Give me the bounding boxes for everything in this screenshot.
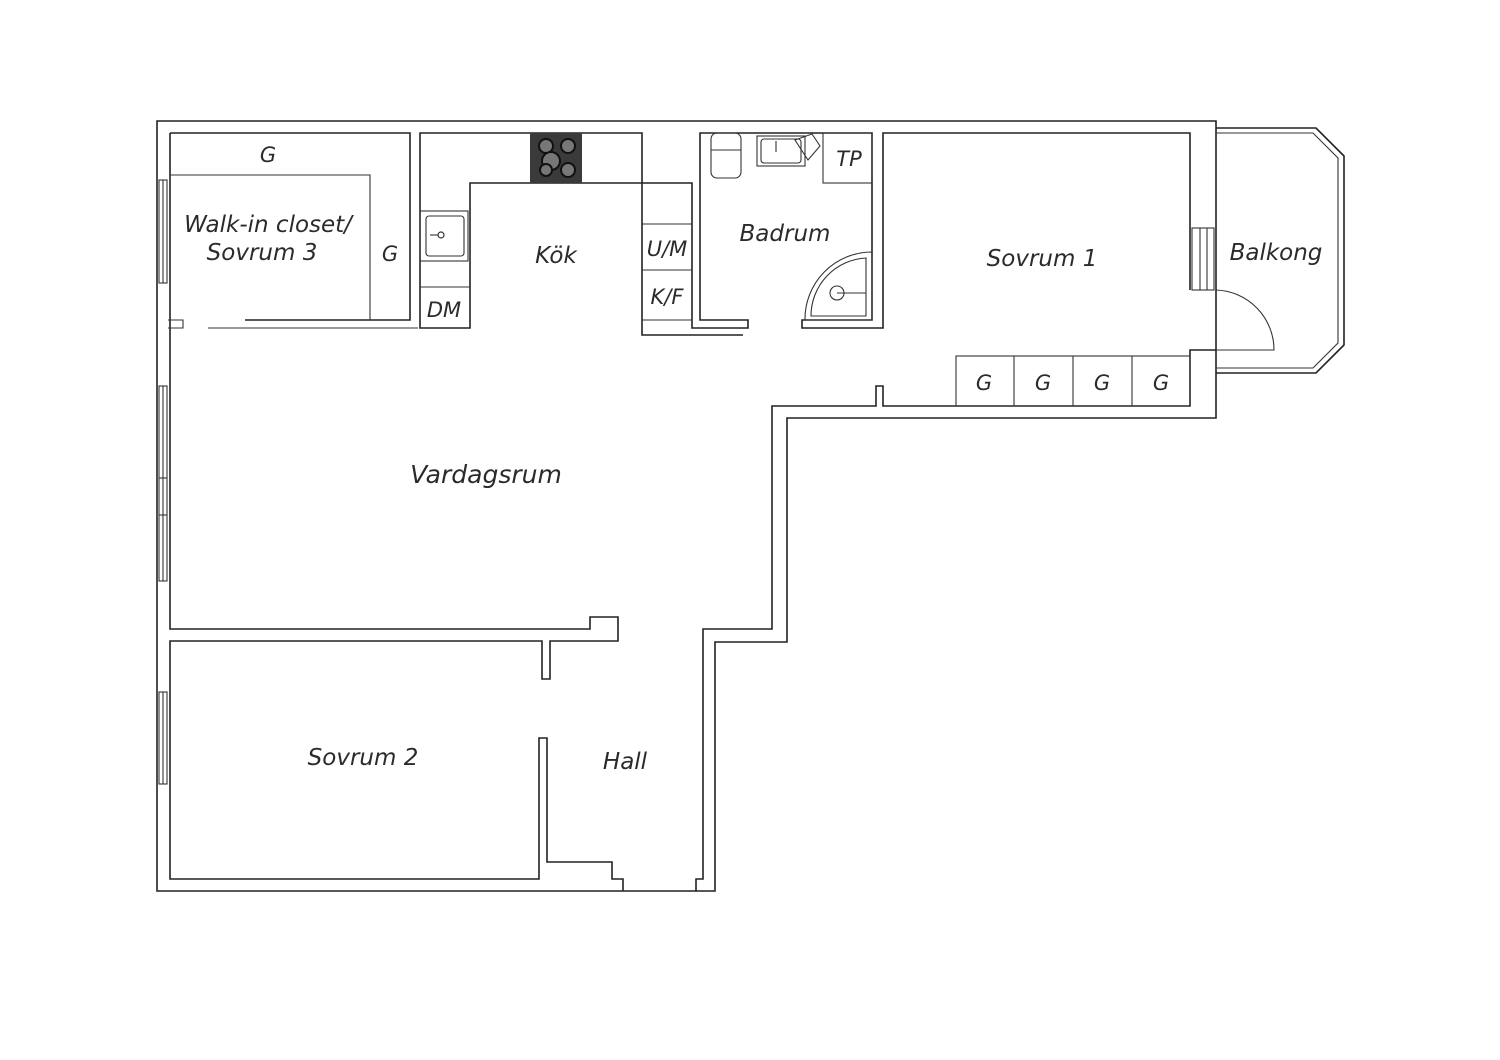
room-labels: Walk-in closet/ Sovrum 3 Kök Badrum Sovr… bbox=[184, 212, 1322, 775]
wardrobe-label: G bbox=[1153, 371, 1169, 395]
closet-label: G bbox=[260, 143, 276, 167]
bedroom-2-label: Sovrum 2 bbox=[308, 745, 419, 771]
bedroom-1-label: Sovrum 1 bbox=[987, 246, 1098, 272]
kitchen-label: Kök bbox=[535, 243, 578, 269]
hall-label: Hall bbox=[603, 749, 648, 775]
kitchen-fixtures bbox=[419, 133, 692, 321]
windows bbox=[158, 179, 1215, 785]
fixture-labels: G G DM U/M K/F TP G G G G bbox=[260, 143, 1169, 395]
balcony-label: Balkong bbox=[1230, 240, 1323, 266]
walk-in-closet-label: Walk-in closet/ bbox=[184, 212, 354, 238]
closet-label: G bbox=[382, 242, 398, 266]
living-room-label: Vardagsrum bbox=[410, 460, 562, 489]
balcony-outline bbox=[1215, 127, 1345, 374]
wardrobes bbox=[955, 355, 1191, 407]
bathroom-label: Badrum bbox=[740, 221, 831, 247]
wardrobe-label: G bbox=[976, 371, 992, 395]
exterior-walls bbox=[156, 120, 1217, 892]
bathroom-fixtures bbox=[710, 132, 873, 321]
dishwasher-label: DM bbox=[427, 298, 461, 322]
microwave-oven-label: U/M bbox=[647, 237, 688, 261]
wardrobe-label: G bbox=[1035, 371, 1051, 395]
fridge-freezer-label: K/F bbox=[651, 285, 685, 309]
wardrobe-label: G bbox=[1094, 371, 1110, 395]
sovrum-3-label: Sovrum 3 bbox=[207, 240, 318, 266]
washing-machine-label: TP bbox=[836, 147, 862, 171]
